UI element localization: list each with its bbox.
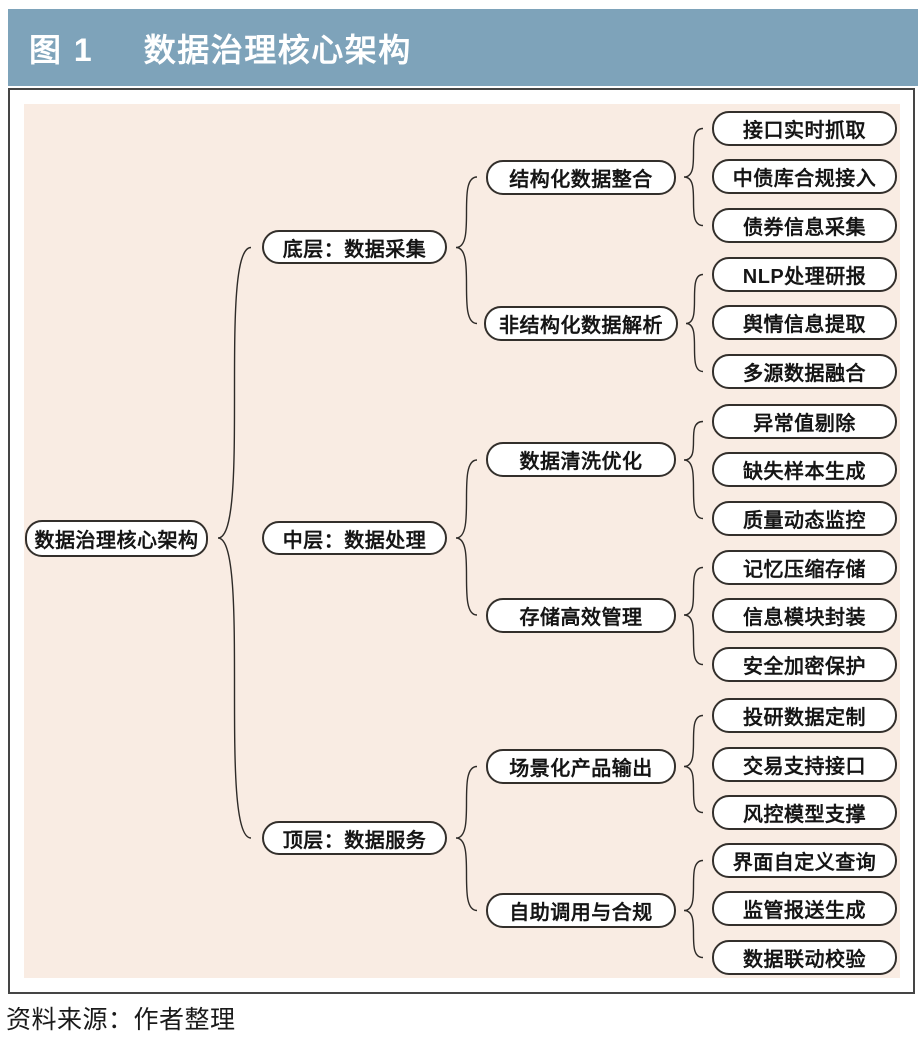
figure-caption-bar: 图 1 数据治理核心架构 xyxy=(8,9,918,86)
branch-node-data-service: 顶层：数据服务 xyxy=(262,821,447,855)
source-note: 资料来源：作者整理 xyxy=(6,1006,236,1034)
leaf-node: 质量动态监控 xyxy=(712,501,897,536)
leaf-node: 数据联动校验 xyxy=(712,940,897,975)
subbranch-node: 自助调用与合规 xyxy=(486,893,676,928)
leaf-node: 缺失样本生成 xyxy=(712,452,897,487)
leaf-node: 投研数据定制 xyxy=(712,698,897,733)
leaf-node: 界面自定义查询 xyxy=(712,843,897,878)
branch-node-data-collection: 底层：数据采集 xyxy=(262,230,447,264)
leaf-node: 舆情信息提取 xyxy=(712,305,897,340)
leaf-node: 记忆压缩存储 xyxy=(712,550,897,585)
leaf-node: 风控模型支撑 xyxy=(712,795,897,830)
branch-node-data-processing: 中层：数据处理 xyxy=(262,521,447,555)
subbranch-node: 数据清洗优化 xyxy=(486,442,676,477)
subbranch-node: 场景化产品输出 xyxy=(486,749,676,784)
leaf-node: 中债库合规接入 xyxy=(712,159,897,194)
leaf-node: 信息模块封装 xyxy=(712,598,897,633)
leaf-node: 监管报送生成 xyxy=(712,891,897,926)
leaf-node: NLP处理研报 xyxy=(712,257,897,292)
subbranch-node: 存储高效管理 xyxy=(486,598,676,633)
leaf-node: 债券信息采集 xyxy=(712,208,897,243)
leaf-node: 接口实时抓取 xyxy=(712,111,897,146)
figure-number: 图 1 xyxy=(29,31,94,68)
root-node: 数据治理核心架构 xyxy=(25,520,208,557)
diagram-frame: 数据治理核心架构 底层：数据采集 中层：数据处理 顶层：数据服务 结构化数据整合… xyxy=(8,88,915,994)
figure-title: 数据治理核心架构 xyxy=(143,31,412,68)
leaf-node: 多源数据融合 xyxy=(712,354,897,389)
subbranch-node: 非结构化数据解析 xyxy=(484,306,678,341)
subbranch-node: 结构化数据整合 xyxy=(486,160,676,195)
leaf-node: 交易支持接口 xyxy=(712,747,897,782)
leaf-node: 异常值剔除 xyxy=(712,404,897,439)
leaf-node: 安全加密保护 xyxy=(712,647,897,682)
